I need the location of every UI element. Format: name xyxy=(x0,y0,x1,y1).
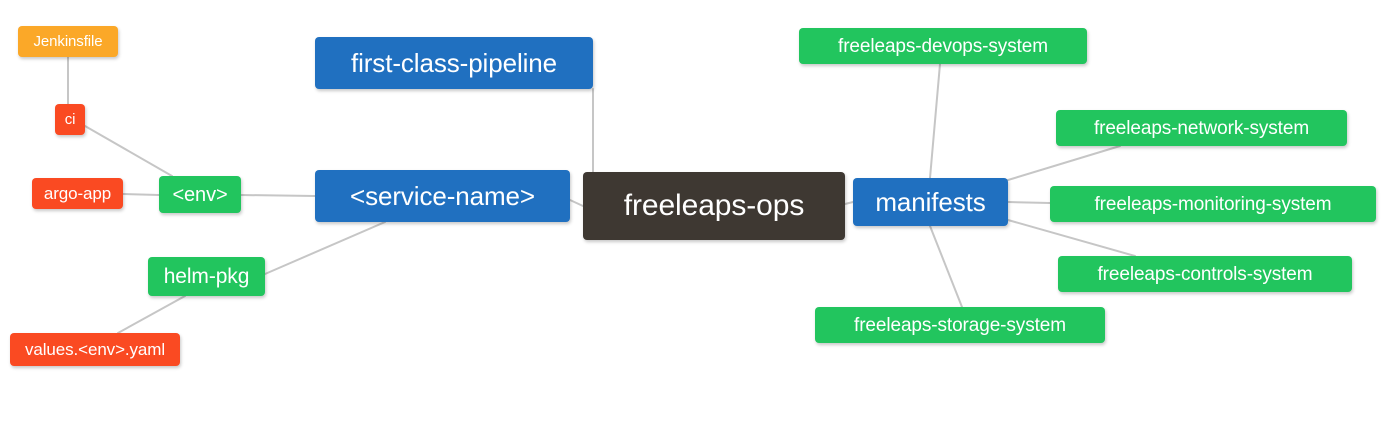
node-freeleaps-devops-system[interactable]: freeleaps-devops-system xyxy=(799,28,1087,64)
node-argo-app[interactable]: argo-app xyxy=(32,178,123,209)
edge-manifests-storage xyxy=(929,225,963,308)
node-values-env-yaml[interactable]: values.<env>.yaml xyxy=(10,333,180,366)
edge-env-argo xyxy=(122,193,160,196)
node-manifests[interactable]: manifests xyxy=(853,178,1008,226)
edge-ops-manifests xyxy=(844,201,854,205)
edge-manifests-devops xyxy=(929,63,941,179)
edge-manifests-network xyxy=(1007,145,1121,181)
edge-manifests-controls xyxy=(1007,219,1136,257)
node-ci[interactable]: ci xyxy=(55,104,85,135)
node-first-class-pipeline[interactable]: first-class-pipeline xyxy=(315,37,593,89)
node-service-name[interactable]: <service-name> xyxy=(315,170,570,222)
edge-env-ci xyxy=(84,125,173,177)
node-freeleaps-ops[interactable]: freeleaps-ops xyxy=(583,172,845,240)
node-helm-pkg[interactable]: helm-pkg xyxy=(148,257,265,296)
node-freeleaps-network-system[interactable]: freeleaps-network-system xyxy=(1056,110,1347,146)
edge-manifests-monitoring xyxy=(1007,201,1051,204)
edge-service-env xyxy=(240,194,316,197)
node-freeleaps-controls-system[interactable]: freeleaps-controls-system xyxy=(1058,256,1352,292)
node-env[interactable]: <env> xyxy=(159,176,241,213)
node-jenkinsfile[interactable]: Jenkinsfile xyxy=(18,26,118,57)
node-freeleaps-storage-system[interactable]: freeleaps-storage-system xyxy=(815,307,1105,343)
edge-service-helm xyxy=(264,221,386,275)
node-freeleaps-monitoring-system[interactable]: freeleaps-monitoring-system xyxy=(1050,186,1376,222)
edge-helm-values xyxy=(117,295,186,334)
edge-ops-service xyxy=(569,199,584,207)
